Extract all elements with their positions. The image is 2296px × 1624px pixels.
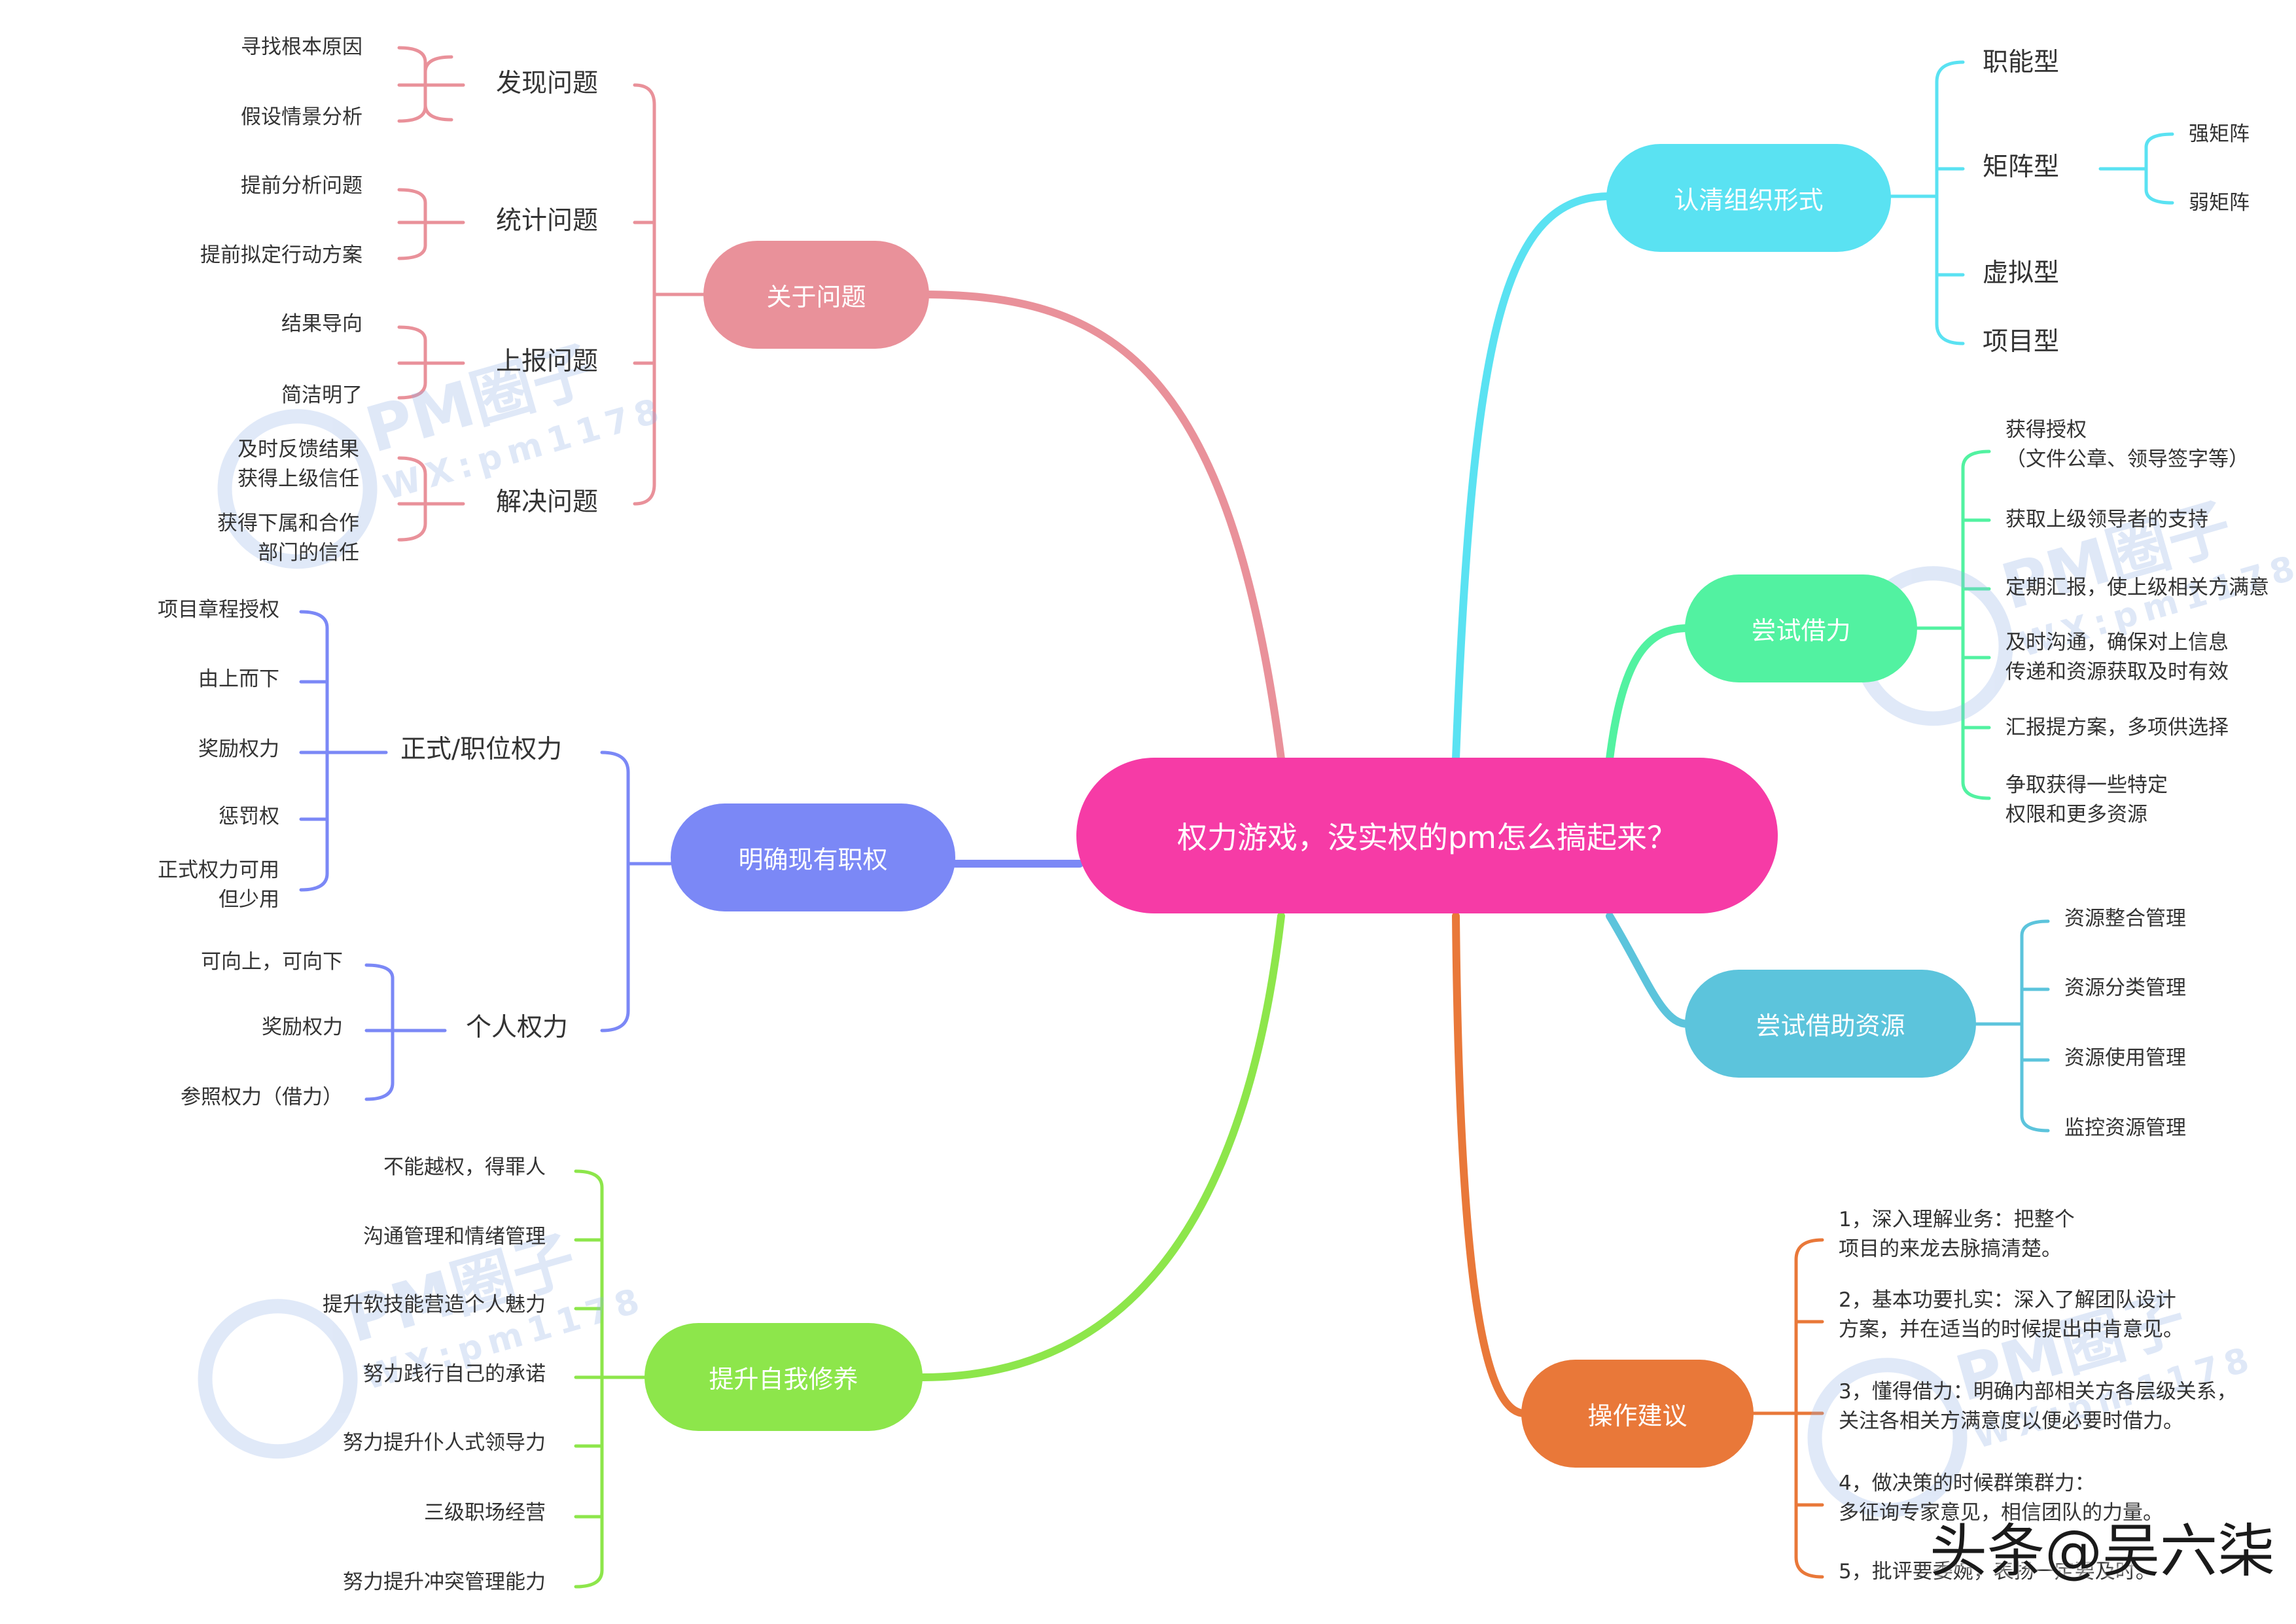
- subtopic[interactable]: 职能型: [1983, 48, 2060, 77]
- leaf-topic[interactable]: 提前拟定行动方案: [200, 243, 362, 267]
- publisher-credit: 头条@吴六柒: [1929, 1517, 2275, 1585]
- branch-changshi-jieli[interactable]: 尝试借力: [1685, 574, 1917, 682]
- leaf-topic[interactable]: 及时反馈结果 获得上级信任: [238, 435, 359, 494]
- subtopic[interactable]: 个人权力: [466, 1013, 569, 1042]
- leaf-line: 获得下属和合作: [217, 512, 359, 535]
- leaf-topic[interactable]: 2，基本功要扎实：深入了解团队设计 方案，并在适当的时候提出中肯意见。: [1839, 1286, 2183, 1345]
- leaf-topic[interactable]: 获得授权 （文件公章、领导签字等）: [2005, 415, 2249, 474]
- leaf-topic[interactable]: 项目章程授权: [158, 598, 279, 622]
- leaf-line: 权限和更多资源: [2005, 802, 2147, 826]
- leaf-topic[interactable]: 参照权力（借力）: [181, 1086, 343, 1109]
- leaf-topic[interactable]: 结果导向: [281, 312, 362, 336]
- leaf-topic[interactable]: 假设情景分析: [241, 105, 362, 129]
- leaf-topic[interactable]: 争取获得一些特定 权限和更多资源: [2005, 771, 2168, 830]
- leaf-topic[interactable]: 努力提升冲突管理能力: [343, 1570, 546, 1594]
- subtopic[interactable]: 项目型: [1983, 327, 2060, 357]
- connector-center-jieli: [1606, 624, 1692, 763]
- subtopic[interactable]: 正式/职位权力: [400, 735, 563, 764]
- branch-label: 尝试借力: [1751, 616, 1851, 645]
- leaf-topic[interactable]: 5，批评要委婉，表扬一定要及时。: [1839, 1560, 2156, 1583]
- leaf-topic[interactable]: 奖励权力: [262, 1015, 343, 1039]
- leaf-topic[interactable]: 正式权力可用 但少用: [158, 856, 279, 915]
- leaf-line: 获得授权: [2005, 418, 2087, 442]
- leaf-topic[interactable]: 可向上，可向下: [201, 950, 343, 974]
- connector-center-caozuo: [1452, 912, 1528, 1417]
- connector-center-tisheng: [919, 912, 1285, 1381]
- branch-tisheng-xiuyang[interactable]: 提升自我修养: [645, 1323, 923, 1431]
- leaf-line: 2，基本功要扎实：深入了解团队设计: [1839, 1288, 2176, 1312]
- leaf-line: 部门的信任: [258, 540, 359, 565]
- leaf-topic[interactable]: 4，做决策的时候群策群力： 多征询专家意见，相信团队的力量。: [1839, 1469, 2163, 1528]
- leaf-line: 1，深入理解业务：把整个: [1839, 1208, 2075, 1231]
- subtopic[interactable]: 发现问题: [496, 69, 599, 98]
- central-topic-label: 权力游戏，没实权的pm怎么搞起来？: [1176, 820, 1677, 855]
- connector-center-ziyuan: [1606, 912, 1692, 1028]
- leaf-topic[interactable]: 努力践行自己的承诺: [363, 1362, 546, 1386]
- leaf-topic[interactable]: 提前分析问题: [241, 174, 362, 198]
- leaf-topic[interactable]: 沟通管理和情绪管理: [363, 1225, 546, 1248]
- leaf-topic[interactable]: 资源分类管理: [2064, 976, 2186, 1000]
- leaf-line: 方案，并在适当的时候提出中肯意见。: [1839, 1317, 2183, 1341]
- leaf-topic[interactable]: 资源使用管理: [2064, 1046, 2186, 1070]
- leaf-line: 获得上级信任: [238, 467, 359, 491]
- leaf-line: （文件公章、领导签字等）: [2005, 447, 2249, 471]
- leaf-topic[interactable]: 资源整合管理: [2064, 907, 2186, 930]
- branch-label: 尝试借助资源: [1756, 1012, 1905, 1040]
- branch-caozuo-jianyi[interactable]: 操作建议: [1521, 1360, 1754, 1468]
- leaf-line: 争取获得一些特定: [2005, 773, 2168, 797]
- leaf-topic[interactable]: 寻找根本原因: [241, 35, 362, 59]
- subtopic[interactable]: 矩阵型: [1983, 152, 2060, 182]
- leaf-topic[interactable]: 监控资源管理: [2064, 1116, 2186, 1140]
- leaf-topic[interactable]: 1，深入理解业务：把整个 项目的来龙去脉搞清楚。: [1839, 1205, 2075, 1264]
- branch-guanyu-wenti[interactable]: 关于问题: [703, 241, 929, 349]
- connector-center-guanyu: [919, 291, 1285, 763]
- leaf-topic[interactable]: 3，懂得借力：明确内部相关方各层级关系， 关注各相关方满意度以便必要时借力。: [1839, 1377, 2237, 1436]
- branch-label: 认清组织形式: [1674, 186, 1824, 215]
- leaf-topic[interactable]: 定期汇报，使上级相关方满意: [2005, 576, 2269, 599]
- leaf-topic[interactable]: 努力提升仆人式领导力: [343, 1431, 546, 1455]
- leaf-line: 正式权力可用: [158, 858, 279, 882]
- subtopic[interactable]: 解决问题: [496, 487, 599, 517]
- leaf-topic[interactable]: 获得下属和合作 部门的信任: [217, 509, 359, 568]
- leaf-topic[interactable]: 提升软技能营造个人魅力: [323, 1293, 546, 1316]
- subtopic[interactable]: 上报问题: [496, 347, 599, 376]
- leaf-line: 传递和资源获取及时有效: [2005, 660, 2229, 684]
- connector-center-renqing: [1452, 192, 1614, 763]
- leaf-topic[interactable]: 奖励权力: [198, 737, 279, 761]
- branch-label: 明确现有职权: [738, 845, 888, 874]
- leaf-line: 4，做决策的时候群策群力：: [1839, 1472, 2095, 1495]
- subtopic[interactable]: 虚拟型: [1983, 258, 2060, 288]
- leaf-topic[interactable]: 三级职场经营: [424, 1501, 546, 1525]
- leaf-line: 3，懂得借力：明确内部相关方各层级关系，: [1839, 1380, 2237, 1403]
- subtopic[interactable]: 统计问题: [496, 206, 599, 236]
- branch-label: 提升自我修养: [709, 1365, 858, 1394]
- leaf-topic[interactable]: 获取上级领导者的支持: [2005, 508, 2208, 531]
- branch-label: 操作建议: [1587, 1402, 1687, 1430]
- leaf-topic[interactable]: 强矩阵: [2189, 122, 2250, 146]
- central-topic[interactable]: 权力游戏，没实权的pm怎么搞起来？: [1076, 758, 1778, 913]
- leaf-line: 及时沟通，确保对上信息: [2005, 631, 2229, 654]
- branch-mingque-zhiquan[interactable]: 明确现有职权: [671, 803, 955, 911]
- branch-label: 关于问题: [766, 283, 866, 311]
- leaf-topic[interactable]: 弱矩阵: [2189, 191, 2250, 215]
- leaf-line: 多征询专家意见，相信团队的力量。: [1839, 1500, 2163, 1525]
- leaf-line: 关注各相关方满意度以便必要时借力。: [1839, 1409, 2183, 1433]
- leaf-topic[interactable]: 不能越权，得罪人: [383, 1156, 546, 1179]
- branch-changshi-ziyuan[interactable]: 尝试借助资源: [1685, 970, 1976, 1078]
- leaf-topic[interactable]: 简洁明了: [281, 383, 362, 407]
- leaf-topic[interactable]: 惩罚权: [219, 805, 279, 828]
- leaf-line: 但少用: [219, 887, 279, 911]
- leaf-topic[interactable]: 及时沟通，确保对上信息 传递和资源获取及时有效: [2005, 628, 2229, 687]
- leaf-topic[interactable]: 由上而下: [198, 667, 279, 691]
- leaf-topic[interactable]: 汇报提方案，多项供选择: [2005, 716, 2229, 739]
- leaf-line: 及时反馈结果: [238, 438, 359, 461]
- leaf-line: 项目的来龙去脉搞清楚。: [1839, 1237, 2062, 1261]
- branch-renqing-zuzhi[interactable]: 认清组织形式: [1606, 144, 1891, 252]
